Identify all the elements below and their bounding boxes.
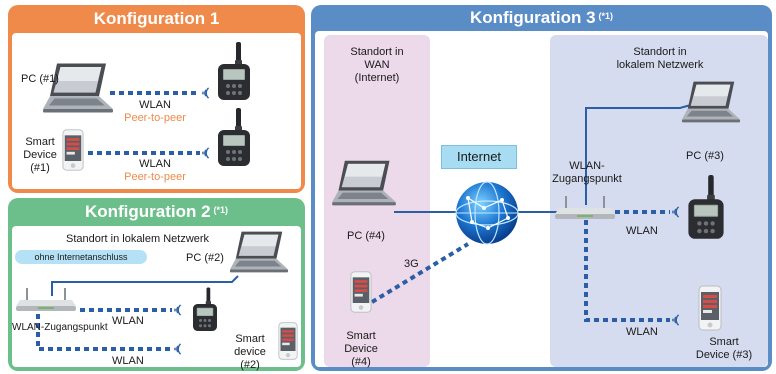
config3-3g-link [370, 242, 470, 304]
config1-pc-label: PC (#1) [21, 73, 59, 85]
config3-smart4-label: Smart Device (#4) [344, 330, 378, 368]
config3-pc4-label: PC (#4) [347, 230, 385, 242]
lan-zone-title: Standort in lokalem Netzwerk [616, 46, 704, 71]
config3-title: Konfiguration 3(*1) [469, 8, 614, 27]
internet-label: Internet [441, 145, 517, 169]
config3-note: (*1) [598, 11, 614, 21]
config3-link1-label: WLAN [626, 225, 658, 237]
config2-link2-label: WLAN [112, 355, 144, 367]
smartphone-icon [278, 320, 298, 362]
config3-smart3-label: Smart Device (#3) [695, 336, 753, 361]
config2-smart-device-label: Smart device (#2) [234, 333, 266, 371]
config3-link-2 [584, 220, 670, 322]
router-icon [16, 288, 76, 314]
config3-pc3-label: PC (#3) [686, 150, 724, 162]
data-logger-icon [684, 160, 728, 256]
laptop-icon [40, 60, 116, 116]
config2-link-2 [36, 314, 172, 351]
wifi-icon [172, 301, 184, 319]
config1-title: Konfiguration 1 [93, 9, 220, 28]
laptop-icon [680, 78, 742, 126]
wifi-icon [670, 203, 682, 221]
smartphone-icon [698, 284, 722, 332]
wifi-icon [172, 340, 184, 358]
config1-link2-type: WLAN [139, 158, 171, 170]
config2-location-label: Standort in lokalem Netzwerk [66, 233, 210, 245]
data-logger-icon [214, 100, 254, 176]
smartphone-icon [62, 128, 84, 172]
wan-zone-title: Standort in WAN (Internet) [350, 46, 404, 84]
wifi-icon [200, 84, 212, 102]
config2-link1-label: WLAN [112, 315, 144, 327]
config1-link1-mode: Peer-to-peer [124, 112, 186, 124]
config1-smart-device-label: Smart Device (#1) [23, 136, 57, 174]
laptop-icon [228, 228, 290, 276]
config3-3g-label: 3G [404, 258, 419, 270]
config3-link2-label: WLAN [626, 326, 658, 338]
config2-ap-pc-line [51, 275, 239, 296]
config2-ap-label: WLAN-Zugangspunkt [12, 322, 108, 333]
wifi-icon [670, 311, 682, 329]
config2-pc-label: PC (#2) [186, 252, 224, 264]
data-logger-icon [190, 284, 220, 336]
config2-title: Konfiguration 2(*1) [84, 202, 229, 221]
config3-ap-label: WLAN- Zugangspunkt [552, 160, 622, 185]
globe-icon [455, 181, 519, 245]
router-icon [554, 196, 616, 222]
data-logger-icon [214, 36, 254, 108]
config2-note: (*1) [213, 205, 229, 215]
config2-panel: Konfiguration 2(*1) [8, 198, 305, 371]
no-internet-badge: ohne Internetanschluss [15, 250, 147, 264]
wifi-icon [200, 144, 212, 162]
config1-link2-mode: Peer-to-peer [124, 171, 186, 183]
laptop-icon [330, 156, 398, 210]
config1-link1-type: WLAN [139, 99, 171, 111]
smartphone-icon [350, 268, 372, 316]
